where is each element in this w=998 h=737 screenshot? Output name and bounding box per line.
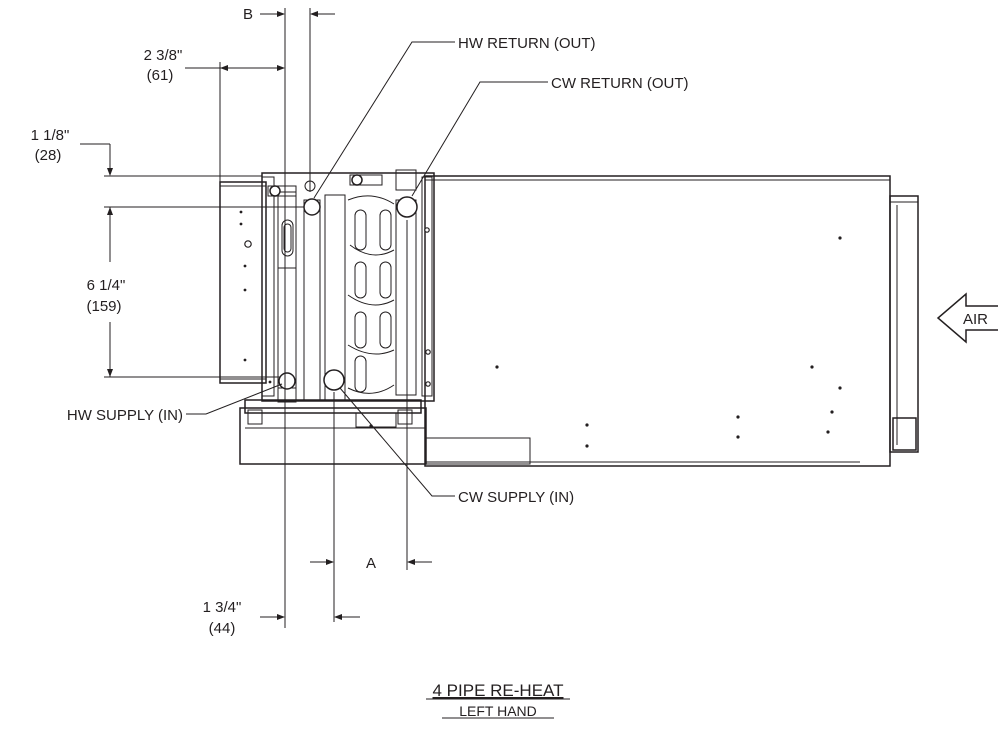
hw-supply-leader <box>186 383 283 415</box>
dim-159-label: (159) <box>86 298 121 315</box>
cw-return-label: CW RETURN (OUT) <box>551 75 688 92</box>
rivet <box>830 410 834 414</box>
hw-return-header <box>303 199 321 401</box>
rivet <box>838 386 842 390</box>
leaders <box>186 41 548 497</box>
dim-2-3-8-label: 2 3/8" <box>144 47 183 64</box>
dim-61-label: (61) <box>147 67 174 84</box>
dim-6-1-4-label: 6 1/4" <box>87 277 126 294</box>
hw-header <box>277 191 297 403</box>
rivet <box>838 236 842 240</box>
cw-supply-label: CW SUPPLY (IN) <box>458 489 574 506</box>
dim-1-1-8-label: 1 1/8" <box>31 127 70 144</box>
rivet <box>585 423 589 427</box>
rivet <box>585 444 589 448</box>
cw-supply-connection <box>323 369 345 391</box>
dim-28-label: (28) <box>35 147 62 164</box>
drawing-title: 4 PIPE RE-HEAT <box>433 681 564 700</box>
pipe-connections <box>267 174 418 391</box>
dim-b-label: B <box>243 6 253 23</box>
cw-supply-leader <box>339 387 455 497</box>
drawing-subtitle: LEFT HAND <box>459 703 537 719</box>
dim-a-label: A <box>366 555 376 572</box>
air-label: AIR <box>963 311 988 328</box>
hw-supply-connection <box>278 372 296 390</box>
rivet <box>826 430 830 434</box>
drain-pan <box>239 399 531 465</box>
rivet <box>810 365 814 369</box>
cw-return-leader <box>411 81 548 197</box>
dim-1-3-4-label: 1 3/4" <box>203 599 242 616</box>
hw-supply-label: HW SUPPLY (IN) <box>67 407 183 424</box>
air-flow-arrow <box>936 292 998 344</box>
labels: HW RETURN (OUT) CW RETURN (OUT) HW SUPPL… <box>31 6 989 719</box>
unit-housing <box>424 175 919 467</box>
dimensions <box>80 8 432 628</box>
cw-supply-header <box>324 194 346 401</box>
hw-return-label: HW RETURN (OUT) <box>458 35 595 52</box>
rivet <box>736 435 740 439</box>
rivet <box>495 365 499 369</box>
hw-return-connection <box>303 198 321 216</box>
cw-return-connection <box>396 196 418 218</box>
rivet <box>736 415 740 419</box>
dim-44-label: (44) <box>209 620 236 637</box>
cw-return-header <box>395 199 417 396</box>
hw-return-leader <box>313 41 455 199</box>
